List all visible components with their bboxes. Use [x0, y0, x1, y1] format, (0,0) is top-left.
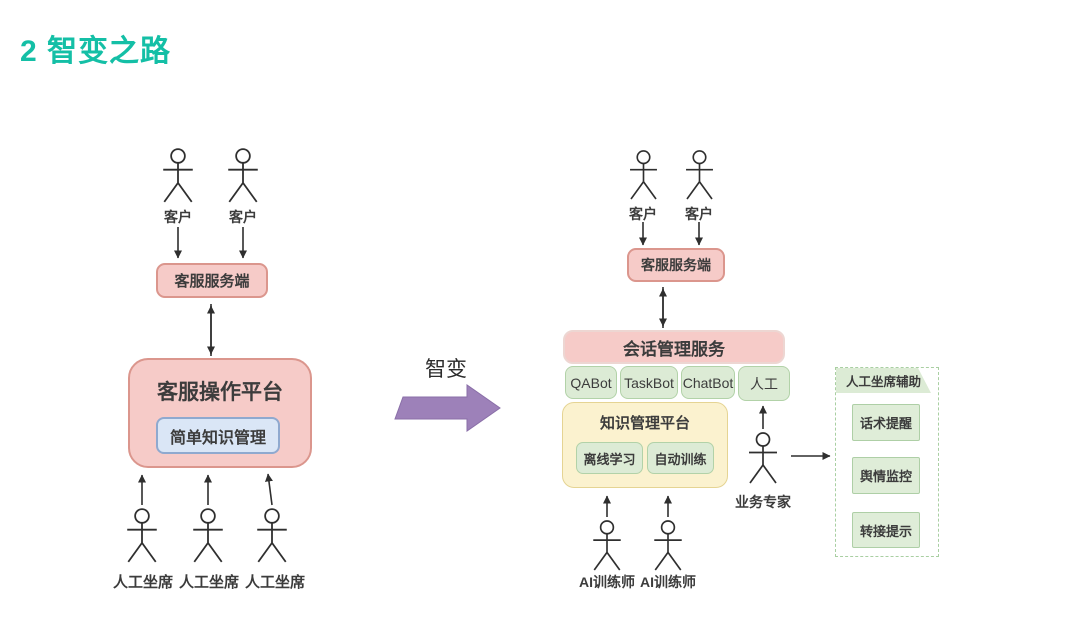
taskbot-box: TaskBot — [620, 366, 678, 399]
left-platform-title: 客服操作平台 — [157, 381, 283, 404]
transition-label: 智变 — [425, 358, 467, 381]
expert-label: 业务专家 — [735, 494, 791, 510]
actor-icon — [227, 148, 259, 203]
transfer-hint-box: 转接提示 — [852, 512, 920, 548]
script-reminder-box: 话术提醒 — [852, 404, 920, 441]
customer-label: 客户 — [685, 206, 713, 222]
actor-icon — [592, 520, 622, 571]
agent-label: 人工坐席 — [244, 574, 306, 591]
actor-icon — [162, 148, 194, 203]
customer-label: 客户 — [629, 206, 657, 222]
trainer-label: AI训练师 — [640, 574, 696, 590]
agent-label: 人工坐席 — [112, 574, 174, 591]
offline-learning-box: 离线学习 — [576, 442, 643, 474]
agent-label: 人工坐席 — [178, 574, 240, 591]
trainer-label: AI训练师 — [579, 574, 635, 590]
simple-knowledge-box: 简单知识管理 — [156, 417, 280, 454]
chatbot-box: ChatBot — [681, 366, 735, 399]
left-server-box: 客服服务端 — [156, 263, 268, 298]
customer-label: 客户 — [164, 209, 192, 225]
actor-icon — [629, 150, 658, 200]
assist-panel — [835, 367, 939, 557]
actor-icon — [126, 508, 158, 563]
session-management-box: 会话管理服务 — [563, 330, 785, 364]
knowledge-platform-title: 知识管理平台 — [599, 415, 690, 432]
assist-panel-title: 人工坐席辅助 — [836, 368, 931, 393]
sentiment-monitor-box: 舆情监控 — [852, 457, 920, 494]
right-server-box: 客服服务端 — [627, 248, 725, 282]
actor-icon — [748, 432, 778, 484]
customer-label: 客户 — [229, 209, 257, 225]
actor-icon — [653, 520, 683, 571]
actor-icon — [192, 508, 224, 563]
transition-arrow-icon — [394, 384, 501, 432]
human-box: 人工 — [738, 366, 790, 401]
qabot-box: QABot — [565, 366, 617, 399]
page-title: 2 智变之路 — [20, 35, 172, 68]
auto-training-box: 自动训练 — [647, 442, 714, 474]
actor-icon — [256, 508, 288, 563]
actor-icon — [685, 150, 714, 200]
